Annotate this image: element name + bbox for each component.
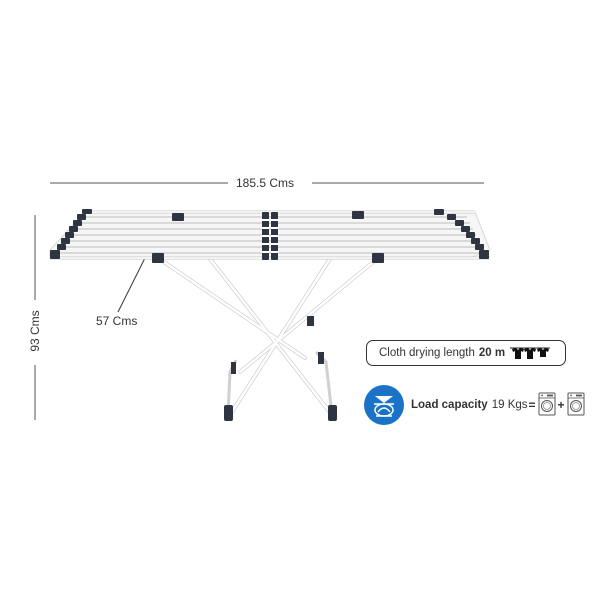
equals-sign: = — [528, 398, 536, 412]
load-capacity-icon — [364, 385, 404, 425]
washing-machine-icon — [538, 392, 556, 419]
load-capacity-value: 19 Kgs — [491, 399, 528, 411]
load-capacity-row: Load capacity 19 Kgs = + — [364, 384, 586, 426]
drying-surface — [49, 210, 491, 260]
height-dimension-label: 93 Cms — [28, 306, 42, 356]
washing-machine-icon — [567, 392, 585, 419]
center-caps — [262, 212, 278, 260]
drying-length-value: 20 m — [478, 347, 506, 359]
width-dimension-label: 185.5 Cms — [236, 176, 295, 190]
load-capacity-label: Load capacity — [411, 399, 488, 411]
drying-length-callout: Cloth drying length 20 m — [366, 340, 566, 366]
shirts-icon — [510, 346, 551, 360]
drying-length-label: Cloth drying length — [379, 347, 475, 359]
plus-sign: + — [557, 398, 565, 412]
hinge-clip — [307, 316, 314, 326]
left-wing-caps — [50, 209, 92, 259]
rack-feet — [224, 352, 337, 421]
right-wing-caps — [434, 209, 489, 259]
frame-brackets — [152, 211, 384, 263]
depth-dimension-label: 57 Cms — [96, 314, 138, 328]
